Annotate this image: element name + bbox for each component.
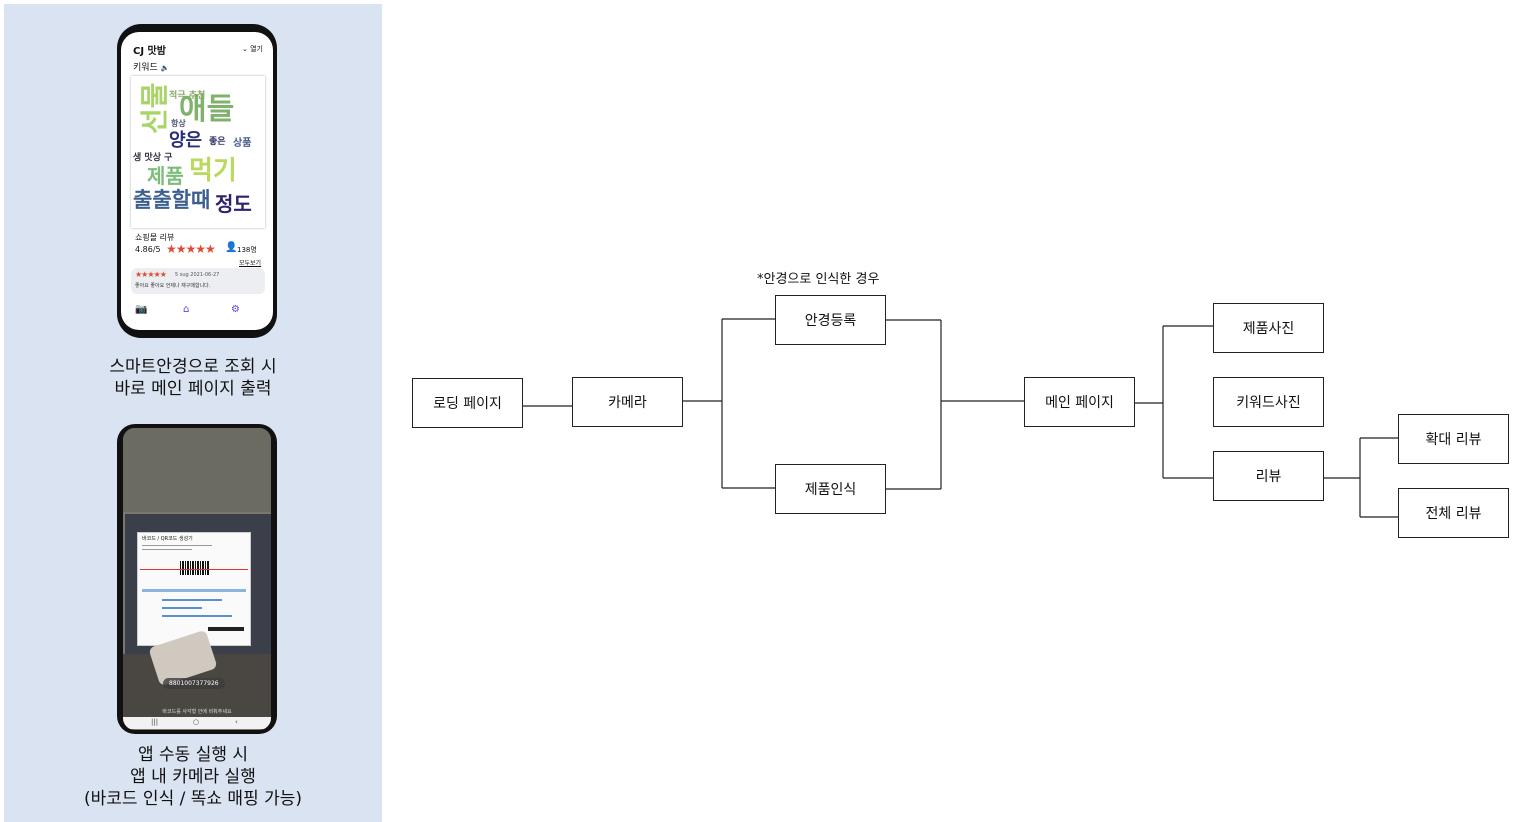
node-all-review: 전체 리뷰 bbox=[1398, 488, 1509, 538]
node-main-page: 메인 페이지 bbox=[1024, 377, 1135, 427]
node-camera: 카메라 bbox=[572, 377, 683, 427]
node-glasses-register: 안경등록 bbox=[775, 295, 886, 345]
node-product-recognition: 제품인식 bbox=[775, 464, 886, 514]
node-product-photo: 제품사진 bbox=[1213, 303, 1324, 353]
node-review: 리뷰 bbox=[1213, 451, 1324, 501]
glasses-note: *안경으로 인식한 경우 bbox=[757, 268, 879, 287]
node-loading-page: 로딩 페이지 bbox=[412, 378, 523, 428]
node-keyword-photo: 키워드사진 bbox=[1213, 377, 1324, 427]
node-zoom-review: 확대 리뷰 bbox=[1398, 414, 1509, 464]
